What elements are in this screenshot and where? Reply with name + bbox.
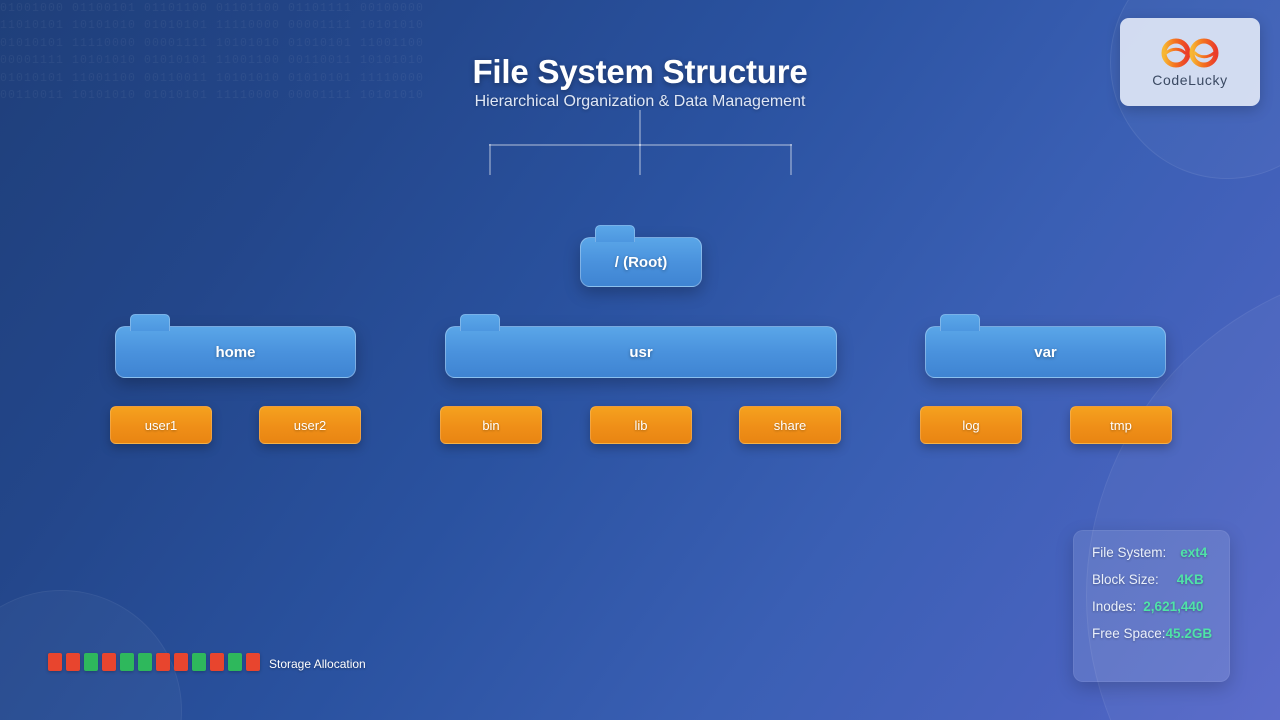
info-value-file-system: ext4 (1180, 545, 1208, 560)
leaf-node-user2[interactable]: user2 (259, 406, 361, 444)
filesystem-info-panel: File System: ext4 Block Size: 4KB Inodes… (1073, 530, 1230, 682)
folder-node-var[interactable]: var (925, 314, 1166, 378)
storage-blocks (48, 653, 264, 671)
folder-node-usr[interactable]: usr (445, 314, 837, 378)
logo-wordmark: CodeLucky (1152, 71, 1228, 88)
storage-block-used (66, 653, 80, 671)
connector-stub-left (489, 144, 491, 175)
folder-label-usr: usr (629, 343, 653, 361)
leaf-node-tmp[interactable]: tmp (1070, 406, 1172, 444)
storage-block-used (156, 653, 170, 671)
folder-node-root[interactable]: / (Root) (580, 225, 702, 287)
folder-label-var: var (1034, 343, 1057, 361)
info-row-free-space: Free Space: 45.2GB (1074, 626, 1229, 653)
storage-block-used (210, 653, 224, 671)
storage-allocation-bar: Storage Allocation (48, 653, 366, 671)
info-label-free-space: Free Space: (1092, 626, 1166, 641)
leaf-node-bin[interactable]: bin (440, 406, 542, 444)
storage-block-free (228, 653, 242, 671)
storage-block-free (84, 653, 98, 671)
storage-block-used (246, 653, 260, 671)
connector-horizontal (489, 144, 792, 146)
folder-label-home: home (215, 343, 256, 361)
info-label-block-size: Block Size: (1092, 572, 1159, 587)
connector-stub-middle (639, 144, 641, 175)
infinity-leaf-icon (1161, 37, 1219, 68)
storage-block-free (138, 653, 152, 671)
binary-background-texture: 01001000 01100101 01101100 01101100 0110… (0, 2, 425, 103)
folder-tab-icon (595, 225, 635, 242)
connector-vertical-top (639, 110, 641, 146)
info-label-file-system: File System: (1092, 545, 1167, 560)
info-value-free-space: 45.2GB (1165, 626, 1213, 641)
leaf-node-share[interactable]: share (739, 406, 841, 444)
info-value-block-size: 4KB (1176, 572, 1204, 587)
storage-block-free (120, 653, 134, 671)
codelucky-logo-card: CodeLucky (1120, 18, 1260, 106)
storage-allocation-label: Storage Allocation (269, 657, 366, 671)
page-title: File System Structure (472, 53, 808, 90)
leaf-node-user1[interactable]: user1 (110, 406, 212, 444)
folder-tab-icon (460, 314, 500, 331)
storage-block-used (102, 653, 116, 671)
leaf-node-log[interactable]: log (920, 406, 1022, 444)
storage-block-used (174, 653, 188, 671)
info-value-inodes: 2,621,440 (1143, 599, 1204, 614)
connector-stub-right (790, 144, 792, 175)
storage-block-free (192, 653, 206, 671)
page-subtitle: Hierarchical Organization & Data Managem… (474, 93, 806, 110)
info-row-file-system: File System: ext4 (1074, 545, 1229, 572)
folder-label-root: / (Root) (614, 253, 668, 271)
folder-tab-icon (940, 314, 980, 331)
storage-block-used (48, 653, 62, 671)
info-row-block-size: Block Size: 4KB (1074, 572, 1229, 599)
info-label-inodes: Inodes: (1092, 599, 1137, 614)
folder-tab-icon (130, 314, 170, 331)
info-row-inodes: Inodes: 2,621,440 (1074, 599, 1229, 626)
folder-node-home[interactable]: home (115, 314, 356, 378)
leaf-node-lib[interactable]: lib (590, 406, 692, 444)
